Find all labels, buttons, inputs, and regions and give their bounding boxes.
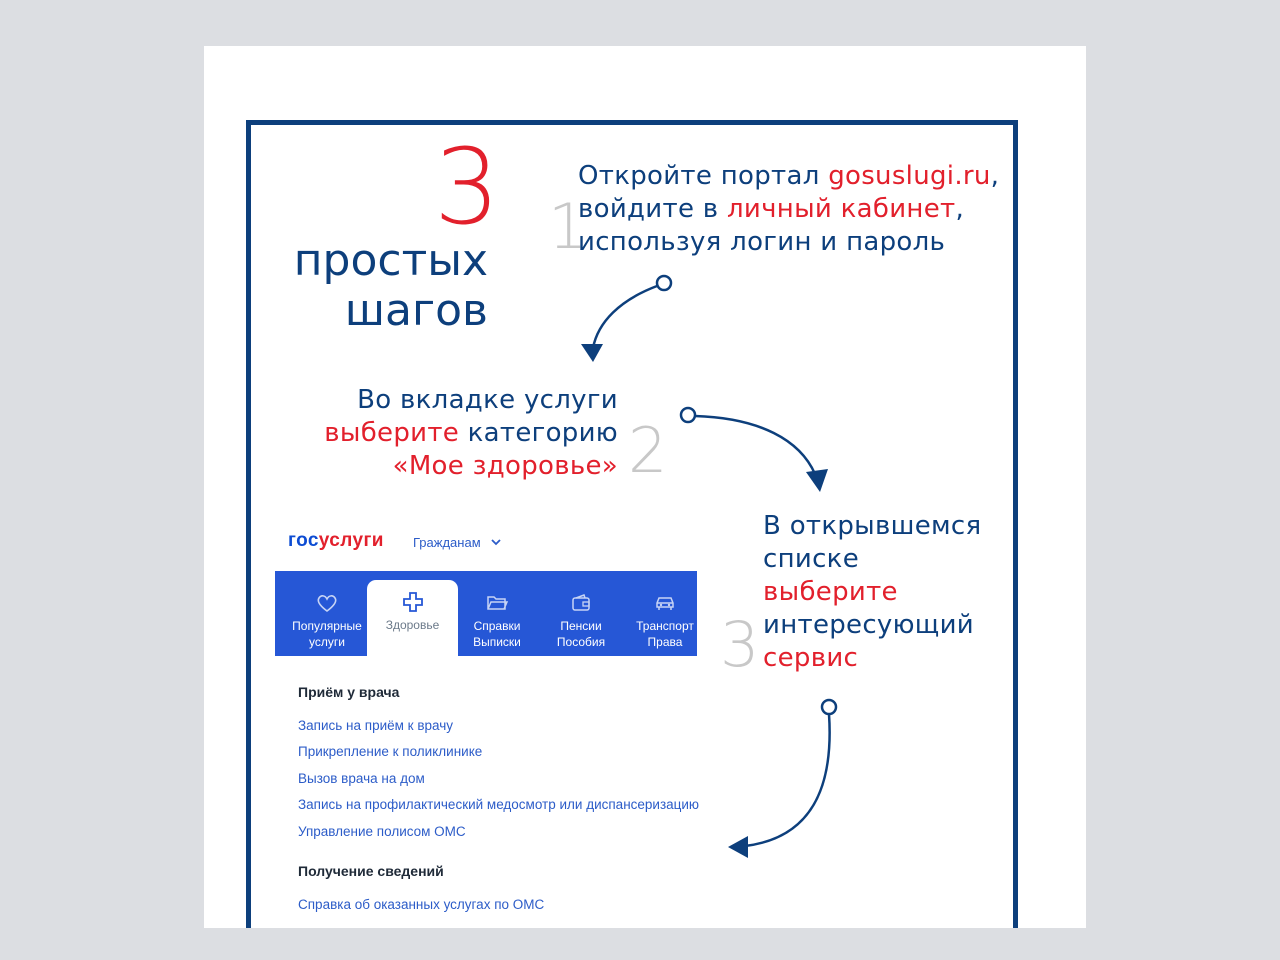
logo-part-uslugi: услуги xyxy=(318,530,384,551)
link-oms-services-certificate[interactable]: Справка об оказанных услугах по ОМС xyxy=(298,897,545,912)
portal-url: gosuslugi.ru xyxy=(828,161,991,191)
tab-transport[interactable]: Транспорт Права xyxy=(625,571,705,656)
link-home-visit[interactable]: Вызов врача на дом xyxy=(298,771,425,786)
tab-pensions[interactable]: Пенсии Пособия xyxy=(540,571,622,656)
tab-pensions-line1: Пенсии xyxy=(560,619,602,633)
audience-label: Гражданам xyxy=(413,535,481,550)
tab-health-line1: Здоровье xyxy=(385,618,440,632)
car-icon xyxy=(656,597,674,610)
link-doctor-appointment[interactable]: Запись на приём к врачу xyxy=(298,718,453,733)
step2-l3: «Мое здоровье» xyxy=(392,451,618,481)
tab-popular[interactable]: Популярные услуги xyxy=(283,571,371,656)
heart-icon xyxy=(317,595,337,613)
arrow-head-2 xyxy=(806,469,828,492)
step2-l2a: выберите xyxy=(324,418,460,448)
step1-l1c: , xyxy=(990,161,1000,191)
step2-text: Во вкладке услуги выберите категорию «Мо… xyxy=(300,384,618,483)
background-bottom xyxy=(0,928,1280,960)
step3-number: 3 xyxy=(720,608,760,681)
link-checkup[interactable]: Запись на профилактический медосмотр или… xyxy=(298,797,700,812)
tab-popular-line2: услуги xyxy=(309,635,345,649)
step1-l1a: Откройте портал xyxy=(578,161,829,191)
poster-frame xyxy=(246,120,1018,960)
poster-page xyxy=(204,46,1086,928)
tab-documents[interactable]: Справки Выписки xyxy=(458,571,536,656)
step1-l2c: , xyxy=(955,194,965,224)
link-clinic-attachment[interactable]: Прикрепление к поликлинике xyxy=(298,744,483,759)
medical-cross-icon xyxy=(402,592,423,612)
step2-l2b: категорию xyxy=(459,418,618,448)
gosuslugi-logo[interactable]: госуслуги xyxy=(288,530,384,552)
personal-cabinet: личный кабинет xyxy=(727,194,956,224)
step1-l3: используя логин и пароль xyxy=(578,227,946,257)
title-number: 3 xyxy=(433,126,500,248)
step2-l1: Во вкладке услуги xyxy=(357,385,618,415)
step1-l2a: войдите в xyxy=(578,194,727,224)
tab-documents-line1: Справки xyxy=(473,619,521,633)
category-tabs: Популярные услуги Здоровье Справки Выпис… xyxy=(275,571,697,656)
arrow-step2-to-step3 xyxy=(679,406,817,475)
step3-l4: интересующий xyxy=(763,610,974,640)
link-oms-policy[interactable]: Управление полисом ОМС xyxy=(298,824,466,839)
tab-popular-line1: Популярные xyxy=(292,619,362,633)
tab-transport-line2: Права xyxy=(647,635,683,649)
step3-l5: сервис xyxy=(763,643,859,673)
title-line2: шагов xyxy=(344,285,488,336)
step3-l1: В открывшемся xyxy=(763,511,982,541)
title-text: простых шагов xyxy=(260,236,488,336)
logo-part-gos: гос xyxy=(288,530,319,551)
arrow-head-1 xyxy=(581,344,603,362)
tab-health[interactable]: Здоровье xyxy=(367,580,458,656)
arrow-step1-to-step2 xyxy=(591,274,673,349)
step3-l3: выберите xyxy=(763,577,898,607)
folder-icon xyxy=(487,596,509,610)
tab-pensions-line2: Пособия xyxy=(556,635,606,649)
step2-number: 2 xyxy=(628,414,668,487)
arrow-head-3 xyxy=(728,836,748,858)
section-doctor: Приём у врача xyxy=(298,684,400,700)
step3-text: В открывшемся списке выберите интересующ… xyxy=(763,510,1003,675)
chevron-down-icon xyxy=(491,539,501,546)
step3-l2: списке xyxy=(763,544,859,574)
step1-text: Откройте портал gosuslugi.ru, войдите в … xyxy=(578,160,1008,259)
wallet-icon xyxy=(572,594,590,611)
audience-dropdown[interactable]: Гражданам xyxy=(413,535,502,550)
title-line1: простых xyxy=(293,235,488,286)
section-information: Получение сведений xyxy=(298,863,444,879)
step1-number: 1 xyxy=(548,190,588,263)
tab-documents-line2: Выписки xyxy=(473,635,521,649)
arrow-step3-to-list xyxy=(744,698,838,848)
tab-transport-line1: Транспорт xyxy=(636,619,694,633)
